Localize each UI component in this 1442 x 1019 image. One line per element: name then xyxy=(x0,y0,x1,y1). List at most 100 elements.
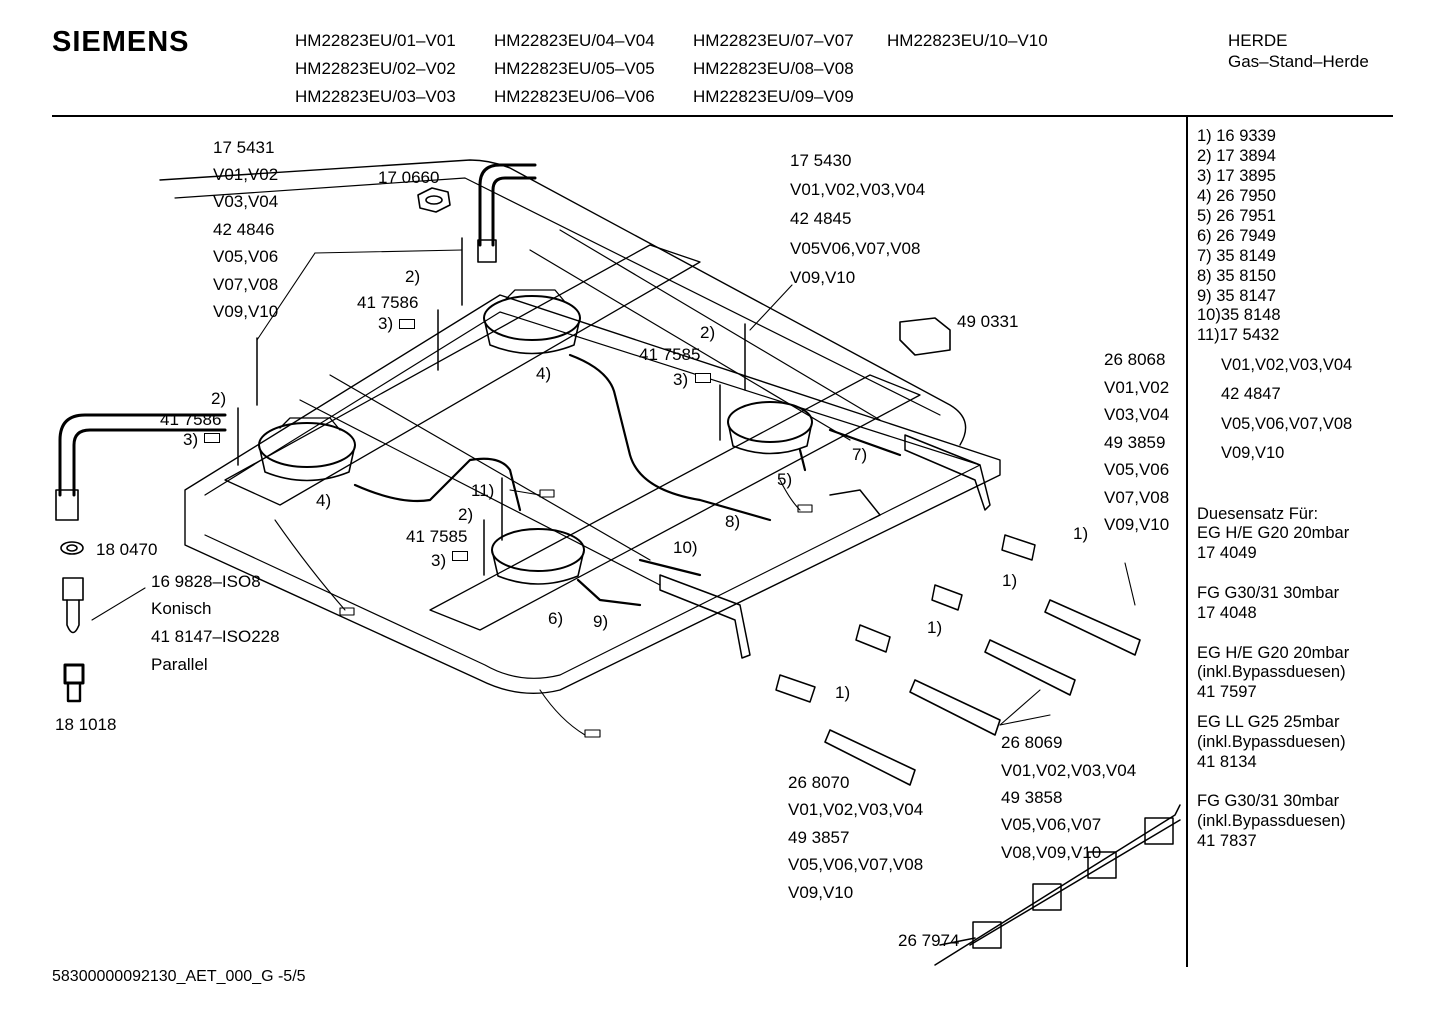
item-number: 4) xyxy=(536,364,552,383)
gasket-icon xyxy=(452,551,468,561)
callout-label: V07,V08 xyxy=(213,275,279,294)
callout-label: 42 4845 xyxy=(790,209,852,228)
parts-list-item: 10)35 8148 xyxy=(1197,306,1281,324)
callout-label: V07,V08 xyxy=(1104,488,1170,507)
gasket-icon xyxy=(204,433,220,443)
callout-label: 41 7585 xyxy=(406,527,468,546)
item-number: 3) xyxy=(378,314,394,333)
burner xyxy=(483,289,581,355)
callout-label: V01,V02 xyxy=(213,165,279,184)
callout-label: 42 4846 xyxy=(213,220,275,239)
parts-list-item: 5) 26 7951 xyxy=(1197,207,1276,225)
nozzle xyxy=(775,534,1036,703)
callout-label: 18 0470 xyxy=(96,540,158,559)
callout-label: V09,V10 xyxy=(1104,515,1170,534)
nozzle-set-item: 41 7597 xyxy=(1197,683,1257,701)
burner-frame xyxy=(159,159,1001,694)
nozzle-set-item: 41 8134 xyxy=(1197,753,1257,771)
item-number: 2) xyxy=(458,505,474,524)
item-number: 1) xyxy=(1073,524,1089,543)
parts-list-item: 42 4847 xyxy=(1221,385,1281,403)
subcategory-label: Gas–Stand–Herde xyxy=(1228,52,1369,71)
fitting xyxy=(62,577,85,703)
item-number: 2) xyxy=(211,389,227,408)
item-number: 8) xyxy=(725,512,741,531)
parts-list-item: 2) 17 3894 xyxy=(1197,147,1276,165)
document-id: 58300000092130_AET_000_G -5/5 xyxy=(52,968,306,985)
callout-label: V05,V06,V07,V08 xyxy=(788,855,924,874)
parts-list-item: 7) 35 8149 xyxy=(1197,247,1276,265)
callout-label: 26 7974 xyxy=(898,931,960,950)
sidebar-divider xyxy=(1186,117,1188,967)
model-number: HM22823EU/05–V05 xyxy=(494,59,655,78)
model-number: HM22823EU/09–V09 xyxy=(693,87,854,106)
parts-list-item: 9) 35 8147 xyxy=(1197,287,1276,305)
callout-label: 49 0331 xyxy=(957,312,1019,331)
category-label: HERDE xyxy=(1228,31,1288,50)
inlet-pipe xyxy=(55,163,537,521)
header-divider xyxy=(52,115,1393,117)
nozzle-set-item: (inkl.Bypassduesen) xyxy=(1197,733,1346,751)
callout-label: 17 0660 xyxy=(378,168,440,187)
callout-label: V01,V02,V03,V04 xyxy=(790,180,926,199)
callout-label: 41 7586 xyxy=(160,410,222,429)
item-number: 3) xyxy=(673,370,689,389)
item-number: 2) xyxy=(405,267,421,286)
item-number: 2) xyxy=(700,323,716,342)
callout-label: 26 8069 xyxy=(1001,733,1063,752)
callout-label: 26 8070 xyxy=(788,773,850,792)
parts-list-item: V01,V02,V03,V04 xyxy=(1221,356,1353,374)
item-number: 11) xyxy=(471,481,495,500)
nozzle-set-item: FG G30/31 30mbar xyxy=(1197,584,1340,602)
model-number: HM22823EU/06–V06 xyxy=(494,87,655,106)
item-number: 4) xyxy=(316,491,332,510)
gas-tube xyxy=(353,353,902,607)
model-number: HM22823EU/02–V02 xyxy=(295,59,456,78)
nut xyxy=(417,187,451,213)
callout-label: Parallel xyxy=(151,655,208,674)
washer xyxy=(60,541,84,555)
callout-label: V05,V06 xyxy=(1104,460,1170,479)
nozzle-set-item: (inkl.Bypassduesen) xyxy=(1197,812,1346,830)
callout-label: V01,V02,V03,V04 xyxy=(1001,761,1137,780)
parts-list-item: 1) 16 9339 xyxy=(1197,127,1276,145)
leader-line xyxy=(91,249,1136,726)
callout-label: V09,V10 xyxy=(213,302,279,321)
burner xyxy=(491,528,585,585)
callout-label: V08,V09,V10 xyxy=(1001,843,1102,862)
callout-label: 18 1018 xyxy=(55,715,117,734)
gasket-icon xyxy=(695,373,711,383)
nozzle-set-item: EG LL G25 25mbar xyxy=(1197,713,1340,731)
item-number: 10) xyxy=(673,538,698,557)
parts-list-item: 6) 26 7949 xyxy=(1197,227,1276,245)
model-number: HM22823EU/10–V10 xyxy=(887,31,1048,50)
nozzle-set-item: EG H/E G20 20mbar xyxy=(1197,524,1350,542)
callout-label: 17 5431 xyxy=(213,138,275,157)
parts-list-item: 4) 26 7950 xyxy=(1197,187,1276,205)
callout-label: 26 8068 xyxy=(1104,350,1166,369)
item-number: 5) xyxy=(777,470,793,489)
nozzle-set-title: Duesensatz Für: xyxy=(1197,505,1319,523)
gas-valve xyxy=(824,599,1141,786)
nozzle-set-item: 41 7837 xyxy=(1197,832,1257,850)
parts-list-item: 11)17 5432 xyxy=(1197,326,1280,344)
model-number: HM22823EU/01–V01 xyxy=(295,31,456,50)
parts-list-item: V05,V06,V07,V08 xyxy=(1221,415,1353,433)
gasket-icon xyxy=(399,319,415,329)
ignition-electrode xyxy=(237,237,746,576)
item-number: 1) xyxy=(1002,571,1018,590)
item-number: 9) xyxy=(593,612,609,631)
item-number: 1) xyxy=(927,618,943,637)
callout-label: V09,V10 xyxy=(790,268,856,287)
callout-label: Konisch xyxy=(151,599,212,618)
callout-label: 41 7585 xyxy=(639,345,701,364)
callout-label: V03,V04 xyxy=(213,192,279,211)
parts-list-item: 8) 35 8150 xyxy=(1197,267,1276,285)
callout-label: 17 5430 xyxy=(790,151,852,170)
nozzle-set-item: 17 4048 xyxy=(1197,604,1257,622)
callout-label: 16 9828–ISO8 xyxy=(151,572,261,591)
mounting-bracket xyxy=(659,434,991,659)
callout-label: 41 8147–ISO228 xyxy=(151,627,280,646)
nozzle-set-item: EG H/E G20 20mbar xyxy=(1197,644,1350,662)
